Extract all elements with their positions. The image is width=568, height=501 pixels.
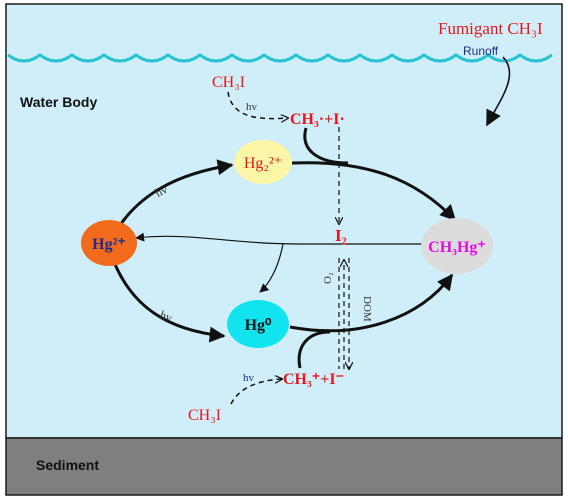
hv-top-label: hv [246, 101, 258, 113]
water-surface-wave [7, 53, 553, 63]
runoff-label: Runoff [463, 44, 499, 58]
hg0-label: Hg⁰ [245, 317, 272, 334]
radical-feed-curve [303, 127, 349, 165]
hv-bottom-label: hv [243, 372, 255, 384]
sediment-region [5, 437, 563, 496]
arrow-hg0-to-ch3hg [289, 273, 454, 333]
hv-lower-left-label: hv [158, 308, 174, 325]
ch3hg-node [421, 218, 493, 274]
hv-upper-left-label: hv [153, 182, 170, 200]
hg22-node [234, 140, 292, 184]
runoff-arrow [486, 56, 511, 127]
ch3hg-label: CH₃Hg⁺ [428, 239, 486, 256]
radical-label: CH₃·+I· [290, 111, 345, 128]
dom-label: DOM [361, 296, 373, 322]
sediment-label: Sediment [36, 457, 99, 473]
water-body-label: Water Body [20, 94, 97, 110]
hg0-node [227, 300, 289, 348]
hg22-label: Hg₂²⁺ [244, 155, 282, 172]
o2-label: O₂ [322, 272, 334, 284]
i2-label: I₂ [335, 226, 347, 245]
ch3i-bottom-label: CH₃I [188, 407, 221, 424]
arrow-hg2-to-hg0 [112, 261, 226, 343]
fumigant-label: Fumigant CH₃I [438, 19, 543, 38]
photolysis-arrow-bottom [230, 379, 282, 405]
ch3i-top-label: CH₃I [212, 74, 245, 91]
arrow-ch3hg-to-hg2 [135, 232, 422, 245]
photolysis-arrow-top [227, 91, 288, 119]
hg2-label: Hg²⁺ [92, 236, 126, 253]
hg2-node [81, 220, 137, 266]
ion-label: CH₃⁺+I⁻ [283, 371, 344, 388]
ion-feed-curve [297, 330, 331, 369]
arrow-hg2-to-hg22 [116, 159, 234, 229]
arrow-hg22-to-ch3hg [291, 161, 457, 222]
arrow-branch-to-hg0 [259, 243, 284, 293]
